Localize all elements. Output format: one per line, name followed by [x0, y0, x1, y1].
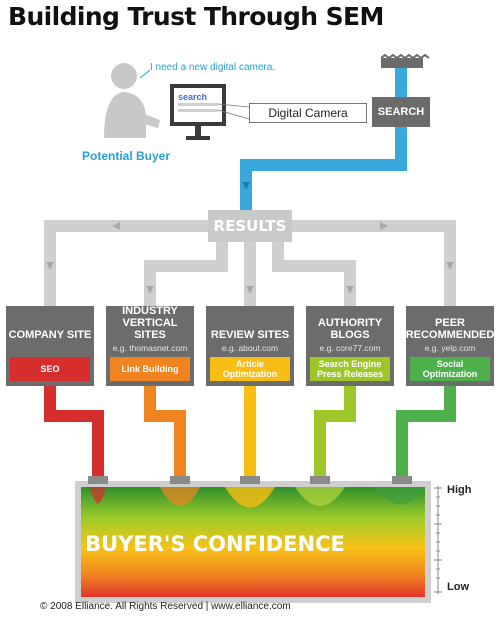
search-pipe [240, 64, 407, 210]
channel-example: e.g. thomasnet.com [112, 343, 188, 353]
search-query-box: Digital Camera [249, 103, 367, 123]
buyer-speech: I need a new digital camera. [150, 62, 276, 73]
channel-title: PEER RECOMMENDED [405, 317, 495, 341]
channel-card-industry-vertical: INDUSTRY VERTICAL SITES e.g. thomasnet.c… [106, 305, 194, 386]
channel-tag: Social Optimization [410, 357, 490, 381]
buyer-figure [104, 63, 160, 138]
channel-title: AUTHORITY BLOGS [317, 317, 383, 341]
channel-tag: Search Engine Press Releases [310, 357, 390, 381]
tank-connectors [88, 476, 412, 484]
channel-card-company-site: COMPANY SITE SEO [6, 306, 94, 386]
channel-title: COMPANY SITE [8, 329, 92, 341]
monitor-icon [170, 84, 226, 140]
flow-arrows [46, 182, 454, 294]
search-node: SEARCH [372, 97, 430, 127]
channel-card-review-sites: REVIEW SITES e.g. about.com Article Opti… [206, 306, 294, 386]
confidence-scale [434, 486, 442, 594]
channel-example: e.g. core77.com [319, 343, 381, 353]
buyer-label: Potential Buyer [82, 149, 171, 163]
channel-title: REVIEW SITES [210, 329, 290, 341]
scale-low-label: Low [447, 581, 469, 593]
scale-high-label: High [447, 484, 472, 496]
channel-example: e.g. about.com [221, 343, 279, 353]
channel-tag: Link Building [110, 357, 190, 381]
results-node: RESULTS [208, 210, 292, 242]
page-title: Building Trust Through SEM [8, 2, 384, 31]
speech-line [139, 69, 151, 79]
channel-card-authority-blogs: AUTHORITY BLOGS e.g. core77.com Search E… [306, 306, 394, 386]
channel-card-peer-recommended: PEER RECOMMENDED e.g. yelp.com Social Op… [406, 306, 494, 386]
output-pipes [44, 386, 456, 478]
monitor-search-word: search [178, 92, 207, 102]
channel-tag: SEO [10, 357, 90, 381]
channel-tag: Article Optimization [210, 357, 290, 381]
search-pipe-cap [380, 53, 430, 68]
channel-title: INDUSTRY VERTICAL SITES [122, 305, 178, 341]
confidence-tank [75, 481, 431, 603]
channel-example: e.g. yelp.com [424, 343, 476, 353]
channel-example [6, 342, 94, 355]
footer-copyright: © 2008 Elliance. All Rights Reserved | w… [40, 601, 291, 612]
confidence-label: BUYER'S CONFIDENCE [85, 532, 345, 556]
